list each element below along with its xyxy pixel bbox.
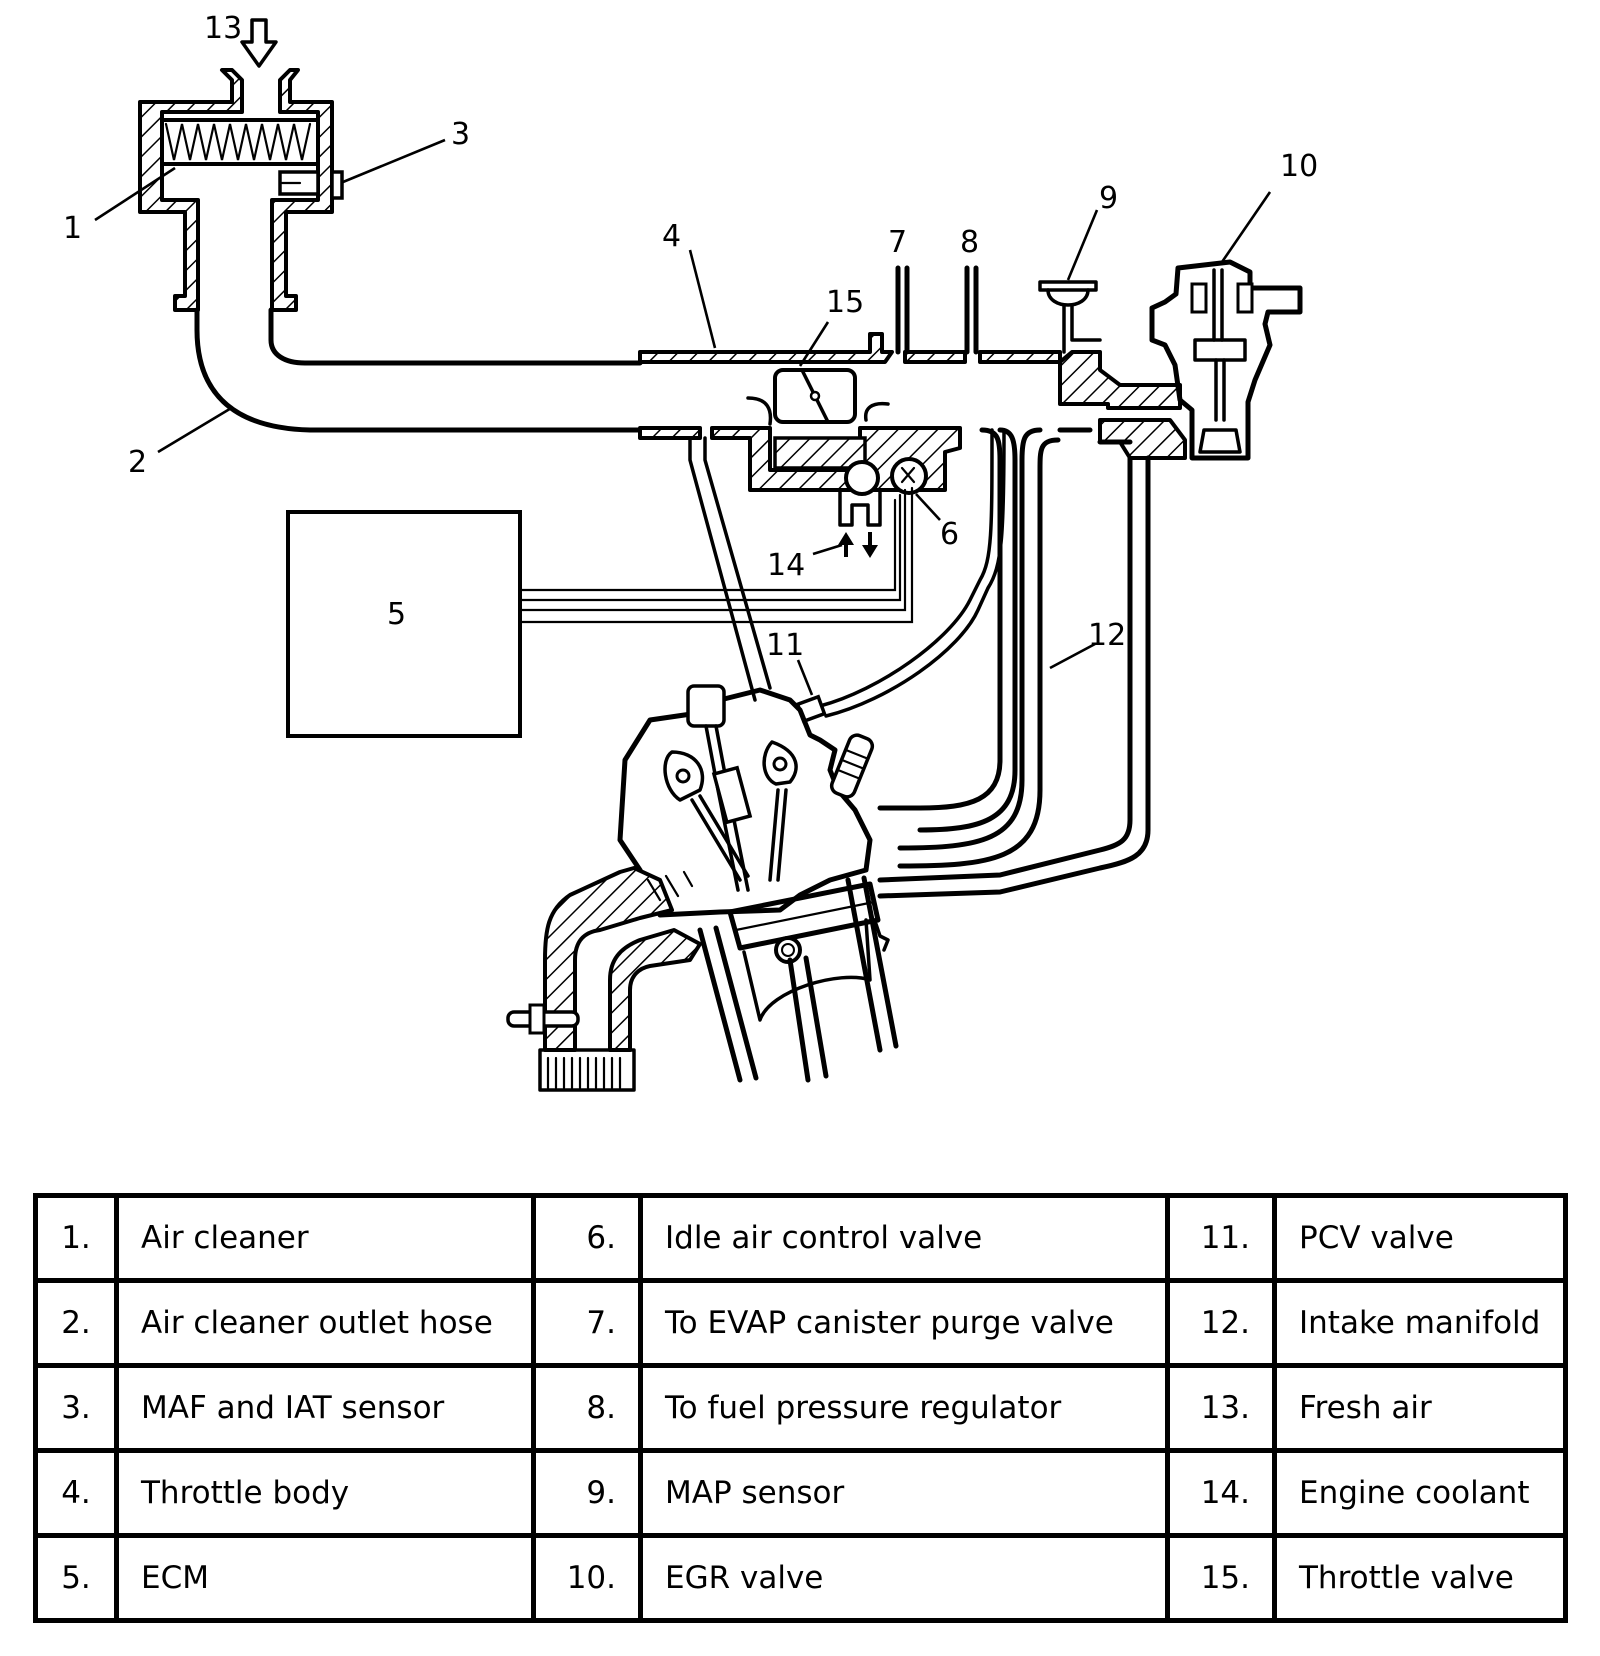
airflow-arrow-in-icon bbox=[746, 396, 773, 426]
callout-8: 8 bbox=[960, 225, 979, 260]
callout-6: 6 bbox=[940, 517, 959, 552]
idle-air-control-valve bbox=[844, 457, 928, 496]
legend-label: PCV valve bbox=[1272, 1193, 1568, 1283]
legend-label: Idle air control valve bbox=[638, 1193, 1170, 1283]
legend-number: 12. bbox=[1165, 1278, 1277, 1368]
engine-cylinder-head bbox=[617, 684, 875, 918]
callout-1: 1 bbox=[63, 211, 82, 246]
airflow-arrow-out-icon bbox=[863, 401, 890, 422]
callout-12: 12 bbox=[1088, 618, 1126, 653]
intake-manifold bbox=[877, 427, 1151, 899]
fresh-air-arrow-icon bbox=[240, 18, 278, 68]
legend-number: 5. bbox=[33, 1533, 119, 1623]
legend-number: 13. bbox=[1165, 1363, 1277, 1453]
legend-row: 4. Throttle body 9. MAP sensor 14. Engin… bbox=[33, 1448, 1568, 1538]
legend-row: 2. Air cleaner outlet hose 7. To EVAP ca… bbox=[33, 1278, 1568, 1368]
legend-row: 3. MAF and IAT sensor 8. To fuel pressur… bbox=[33, 1363, 1568, 1453]
maf-iat-sensor bbox=[278, 170, 344, 200]
legend-number: 14. bbox=[1165, 1448, 1277, 1538]
callout-13: 13 bbox=[204, 11, 242, 46]
callout-leaders bbox=[94, 138, 1272, 696]
legend-label: Engine coolant bbox=[1272, 1448, 1568, 1538]
legend-label: Throttle valve bbox=[1272, 1533, 1568, 1623]
legend-label: Throttle body bbox=[114, 1448, 536, 1538]
legend-label: To EVAP canister purge valve bbox=[638, 1278, 1170, 1368]
legend-number: 2. bbox=[33, 1278, 119, 1368]
pcv-valve bbox=[795, 428, 1006, 724]
callout-14: 14 bbox=[767, 548, 805, 583]
coolant-in-arrow-icon bbox=[838, 532, 854, 557]
legend-number: 9. bbox=[531, 1448, 643, 1538]
legend-label: Fresh air bbox=[1272, 1363, 1568, 1453]
legend-number: 10. bbox=[531, 1533, 643, 1623]
engine-coolant-port bbox=[838, 490, 882, 558]
legend-label: MAF and IAT sensor bbox=[114, 1363, 536, 1453]
legend-label: To fuel pressure regulator bbox=[638, 1363, 1170, 1453]
egr-valve bbox=[1058, 259, 1303, 461]
legend-number: 8. bbox=[531, 1363, 643, 1453]
callout-4: 4 bbox=[662, 219, 681, 254]
legend-number: 1. bbox=[33, 1193, 119, 1283]
legend-label: Air cleaner outlet hose bbox=[114, 1278, 536, 1368]
intake-port bbox=[506, 866, 702, 1092]
ecm-wiring bbox=[518, 486, 914, 624]
callout-5: 5 bbox=[387, 597, 406, 632]
legend-number: 11. bbox=[1165, 1193, 1277, 1283]
air-cleaner bbox=[138, 68, 334, 312]
callout-3: 3 bbox=[451, 117, 470, 152]
callout-7: 7 bbox=[888, 225, 907, 260]
legend-label: Intake manifold bbox=[1272, 1278, 1568, 1368]
callout-10: 10 bbox=[1280, 149, 1318, 184]
legend-label: ECM bbox=[114, 1533, 536, 1623]
legend-label: EGR valve bbox=[638, 1533, 1170, 1623]
legend-number: 7. bbox=[531, 1278, 643, 1368]
legend-label: MAP sensor bbox=[638, 1448, 1170, 1538]
coolant-out-arrow-icon bbox=[862, 532, 878, 558]
callout-15: 15 bbox=[826, 285, 864, 320]
legend-number: 6. bbox=[531, 1193, 643, 1283]
callout-2: 2 bbox=[128, 445, 147, 480]
vacuum-tube bbox=[688, 436, 772, 702]
legend-row: 5. ECM 10. EGR valve 15. Throttle valve bbox=[33, 1533, 1568, 1623]
ecm-box bbox=[286, 510, 522, 738]
legend-number: 4. bbox=[33, 1448, 119, 1538]
legend-number: 15. bbox=[1165, 1533, 1277, 1623]
air-cleaner-outlet-hose bbox=[194, 307, 643, 433]
legend-number: 3. bbox=[33, 1363, 119, 1453]
callout-9: 9 bbox=[1099, 181, 1118, 216]
map-sensor bbox=[1038, 280, 1102, 354]
legend-label: Air cleaner bbox=[114, 1193, 536, 1283]
intake-system-diagram: 13 1 2 3 4 5 6 7 8 9 10 11 12 14 15 bbox=[63, 11, 1318, 1092]
throttle-valve bbox=[800, 368, 830, 424]
legend-table: 1. Air cleaner 6. Idle air control valve… bbox=[33, 1193, 1568, 1623]
piston bbox=[697, 875, 899, 1083]
legend-row: 1. Air cleaner 6. Idle air control valve… bbox=[33, 1193, 1568, 1283]
callout-11: 11 bbox=[766, 628, 804, 663]
